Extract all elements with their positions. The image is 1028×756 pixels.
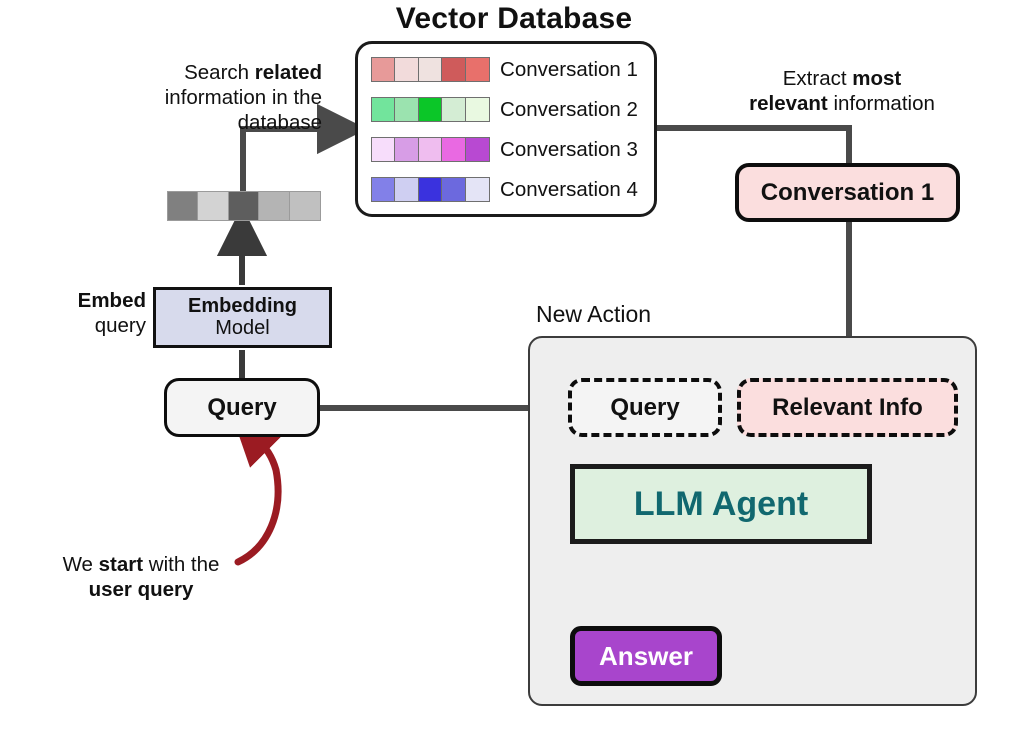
swatch xyxy=(167,191,199,221)
annotation-embed-bold: Embed xyxy=(77,289,146,312)
swatch xyxy=(417,97,443,122)
annotation-start: We start with the user query xyxy=(36,552,246,602)
query-embedding-vector xyxy=(167,191,321,221)
selected-conversation-box[interactable]: Conversation 1 xyxy=(735,163,960,222)
annotation-start-line2-bold: user query xyxy=(88,578,194,601)
swatch xyxy=(258,191,291,221)
swatch xyxy=(464,57,490,82)
annotation-search-line3: database xyxy=(237,111,322,134)
swatch xyxy=(394,57,420,82)
embedding-swatches-2 xyxy=(371,97,490,122)
new-action-query-box[interactable]: Query xyxy=(568,378,722,437)
annotation-extract-line2-bold: relevant xyxy=(749,92,828,115)
vector-row-1[interactable]: Conversation 1 xyxy=(371,57,638,82)
swatch xyxy=(371,177,396,202)
annotation-start-line1-post: with the xyxy=(143,553,220,576)
embedding-model-line1: Embedding xyxy=(188,294,297,317)
arrow-vector-to-database xyxy=(240,103,368,191)
swatch xyxy=(464,177,490,202)
swatch xyxy=(464,137,490,162)
annotation-start-line1-pre: We xyxy=(62,553,99,576)
conversation-label-1: Conversation 1 xyxy=(500,57,638,81)
annotation-search: Search related information in the databa… xyxy=(92,60,322,135)
annotation-search-line2: information in the xyxy=(164,86,322,109)
annotation-extract-line2-post: information xyxy=(827,92,935,115)
swatch xyxy=(394,137,420,162)
swatch xyxy=(417,137,443,162)
new-action-label: New Action xyxy=(536,301,652,327)
swatch xyxy=(417,57,443,82)
swatch xyxy=(371,137,396,162)
swatch xyxy=(441,97,467,122)
swatch xyxy=(371,57,396,82)
embedding-model-line2: Model xyxy=(215,316,270,339)
arrow-user-query-curve xyxy=(231,413,286,566)
answer-box[interactable]: Answer xyxy=(570,626,722,686)
annotation-embed: Embed query xyxy=(46,288,146,338)
page-title: Vector Database xyxy=(395,2,633,35)
query-box[interactable]: Query xyxy=(164,378,320,437)
embedding-swatches-3 xyxy=(371,137,490,162)
embedding-swatches-4 xyxy=(371,177,490,202)
swatch xyxy=(441,177,467,202)
embedding-model-box[interactable]: Embedding Model xyxy=(153,287,332,348)
annotation-extract-line1-bold: most xyxy=(852,67,902,90)
swatch xyxy=(288,191,321,221)
swatch xyxy=(417,177,443,202)
vector-row-2[interactable]: Conversation 2 xyxy=(371,97,638,122)
connector-database-to-conversation xyxy=(657,125,852,163)
swatch xyxy=(394,177,420,202)
vector-row-3[interactable]: Conversation 3 xyxy=(371,137,638,162)
annotation-start-line1-bold: start xyxy=(98,553,144,576)
annotation-embed-normal: query xyxy=(94,314,146,337)
conversation-label-3: Conversation 3 xyxy=(500,137,638,161)
annotation-extract: Extract most relevant information xyxy=(722,66,962,116)
conversation-label-2: Conversation 2 xyxy=(500,97,638,121)
relevant-info-box[interactable]: Relevant Info xyxy=(737,378,958,437)
swatch xyxy=(441,57,467,82)
swatch xyxy=(464,97,490,122)
swatch xyxy=(371,97,396,122)
embedding-swatches-1 xyxy=(371,57,490,82)
conversation-label-4: Conversation 4 xyxy=(500,177,638,201)
swatch xyxy=(227,191,260,221)
swatch xyxy=(197,191,230,221)
vector-database-panel: Conversation 1 Conversation 2 Conversati… xyxy=(355,41,657,217)
llm-agent-box[interactable]: LLM Agent xyxy=(570,464,872,544)
annotation-search-line1-pre: Search xyxy=(184,61,255,84)
swatch xyxy=(441,137,467,162)
swatch xyxy=(394,97,420,122)
annotation-search-line1-bold: related xyxy=(254,61,322,84)
annotation-extract-line1-pre: Extract xyxy=(782,67,853,90)
vector-row-4[interactable]: Conversation 4 xyxy=(371,177,638,202)
